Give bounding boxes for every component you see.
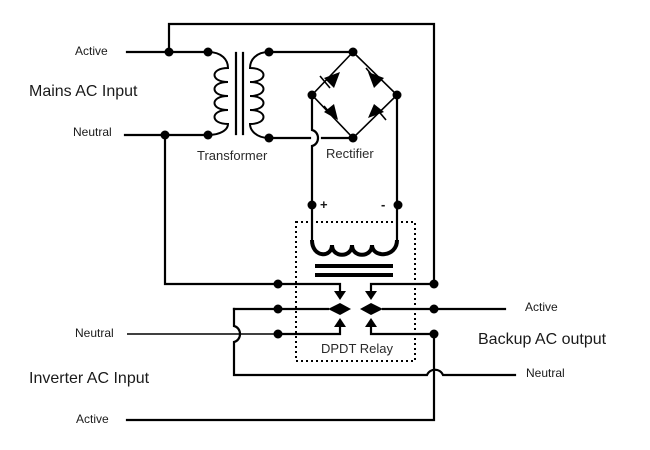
relay-coil — [310, 239, 399, 277]
relay-box — [295, 221, 416, 362]
junction-dot — [273, 279, 283, 289]
junction-dot — [203, 47, 213, 57]
junction-dot — [348, 47, 358, 57]
mains-neutral-label: Neutral — [73, 125, 112, 139]
dc-wires — [310, 93, 399, 247]
plus-label: + — [320, 197, 328, 212]
transformer-symbol — [207, 51, 270, 139]
inverter-wires — [125, 307, 517, 422]
minus-label: - — [381, 197, 386, 212]
mains-active-wire — [125, 22, 436, 286]
inverter-active-label: Active — [76, 412, 109, 426]
junction-dot — [164, 47, 174, 57]
transformer-label: Transformer — [197, 148, 268, 163]
junction-dot — [429, 304, 439, 314]
output-neutral-label: Neutral — [526, 366, 565, 380]
inverter-title: Inverter AC Input — [29, 370, 150, 387]
junction-dot — [348, 133, 358, 143]
plus-terminal — [307, 200, 317, 210]
junction-dot — [273, 304, 283, 314]
relay-label: DPDT Relay — [321, 341, 394, 356]
junction-dot — [429, 279, 439, 289]
output-active-label: Active — [525, 300, 558, 314]
inverter-neutral-label: Neutral — [75, 326, 114, 340]
secondary-wires — [267, 50, 355, 140]
relay-contacts — [232, 282, 507, 336]
minus-terminal — [393, 200, 403, 210]
junction-dot — [160, 130, 170, 140]
mains-title: Mains AC Input — [29, 83, 138, 100]
rectifier-bridge — [310, 50, 399, 140]
junction-dot — [203, 130, 213, 140]
output-title: Backup AC output — [478, 331, 607, 348]
rectifier-label: Rectifier — [326, 146, 374, 161]
mains-active-label: Active — [75, 44, 108, 58]
